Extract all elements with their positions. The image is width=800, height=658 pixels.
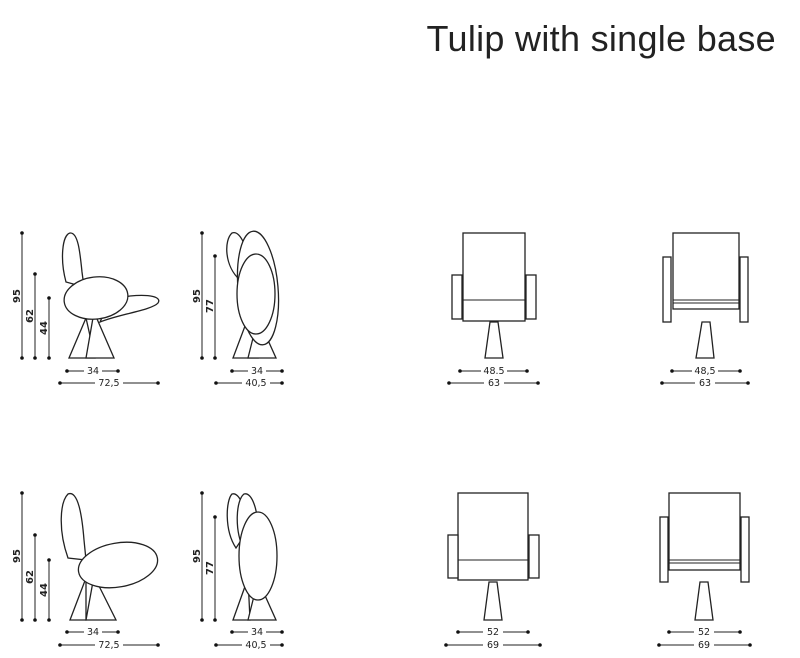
- front-view-a-dimensions: 48.5 63: [447, 365, 540, 389]
- dim-height-total: 95: [192, 549, 203, 563]
- dim-width-seat: 48.5: [483, 366, 504, 377]
- back-view-chair: [226, 493, 278, 621]
- side-view-dimensions: 95 62 44 34 72,5: [12, 231, 160, 389]
- dim-width-depth: 72,5: [98, 378, 119, 389]
- back-view-dimensions: 95 77 34 40,5: [192, 231, 284, 389]
- side-view-chair: [60, 493, 159, 621]
- dim-width-overall: 69: [698, 640, 710, 651]
- dim-width-base: 34: [87, 627, 99, 638]
- dim-height-seat: 44: [39, 321, 50, 335]
- front-view-b-dimensions: 52 69: [657, 626, 752, 651]
- dim-height-arm: 62: [25, 309, 36, 323]
- page-title: Tulip with single base: [426, 18, 776, 59]
- row-2: 95 62 44 34 72,5 95: [12, 491, 752, 651]
- dim-width-seat: 52: [487, 627, 499, 638]
- front-view-chair-a: [447, 492, 540, 621]
- front-view-a-dimensions: 52 69: [444, 626, 542, 651]
- dim-width-overall: 40,5: [245, 640, 266, 651]
- dim-width-overall: 40,5: [245, 378, 266, 389]
- dim-height-seat: 44: [39, 583, 50, 597]
- front-view-chair-b: [662, 232, 749, 359]
- dim-width-depth: 72,5: [98, 640, 119, 651]
- side-view-chair: [61, 232, 160, 359]
- dim-height-total: 95: [12, 549, 23, 563]
- dim-width-overall: 63: [699, 378, 711, 389]
- dim-height-arm: 62: [25, 570, 36, 584]
- dim-height-back: 77: [205, 299, 216, 313]
- side-view-dimensions: 95 62 44 34 72,5: [12, 491, 160, 651]
- back-view-chair: [226, 230, 280, 359]
- front-view-chair-a: [451, 232, 537, 359]
- row-1: 95 62 44 34 72,5 95: [12, 230, 750, 389]
- back-view-dimensions: 95 77 34 40,5: [192, 491, 284, 651]
- front-view-chair-b: [659, 492, 750, 621]
- dim-width-seat: 52: [698, 627, 710, 638]
- front-view-b-dimensions: 48,5 63: [660, 365, 750, 389]
- dim-width-base: 34: [251, 627, 263, 638]
- dim-width-base: 34: [87, 366, 99, 377]
- dim-height-back: 77: [205, 561, 216, 575]
- dim-width-seat: 48,5: [694, 366, 715, 377]
- dim-width-overall: 69: [487, 640, 499, 651]
- dim-width-base: 34: [251, 366, 263, 377]
- dim-width-overall: 63: [488, 378, 500, 389]
- dim-height-total: 95: [12, 289, 23, 303]
- dim-height-total: 95: [192, 289, 203, 303]
